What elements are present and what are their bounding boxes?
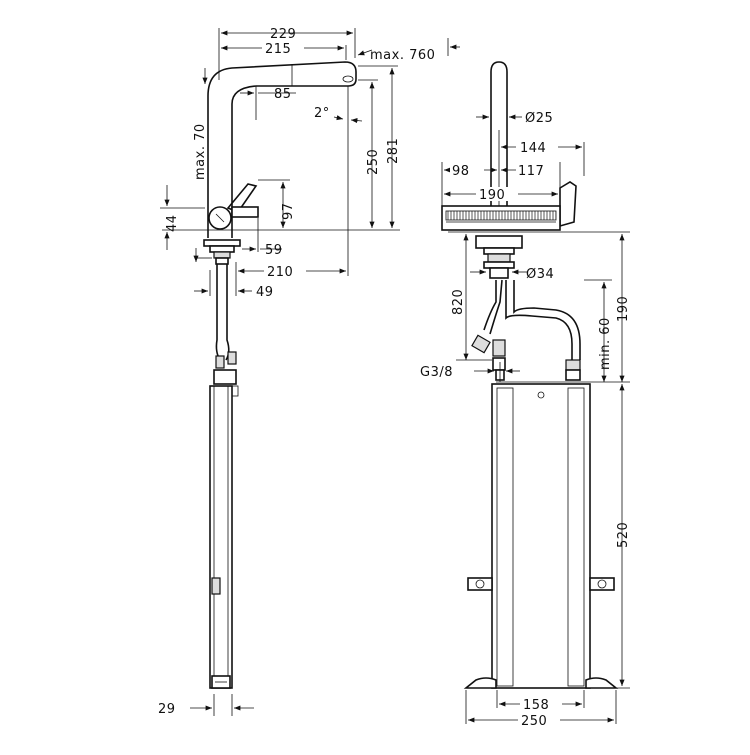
dim-29: 29 bbox=[158, 702, 176, 717]
lever-base bbox=[231, 206, 259, 218]
dim-281: 281 bbox=[386, 138, 401, 164]
dim-max-70: max. 70 bbox=[193, 123, 208, 180]
dim-44: 44 bbox=[165, 214, 180, 232]
mounting-nut bbox=[213, 251, 231, 259]
dim-158: 158 bbox=[523, 698, 549, 713]
pullout-hose bbox=[505, 280, 573, 360]
supply-hoses-front bbox=[483, 280, 497, 331]
dim-min-60: min. 60 bbox=[598, 317, 613, 370]
pullout-box-side bbox=[209, 385, 233, 689]
faucet-spout bbox=[207, 61, 357, 238]
right-front-view: Ø25 144 98 117 190 Ø34 820 min. 60 bbox=[420, 61, 631, 729]
faucet-spout-front bbox=[490, 61, 508, 208]
side-clamp bbox=[211, 577, 221, 595]
dim-117: 117 bbox=[518, 164, 544, 179]
left-foot bbox=[463, 677, 497, 689]
left-mounting-bracket bbox=[467, 577, 493, 591]
dim-59: 59 bbox=[265, 243, 283, 258]
faucet-base bbox=[203, 239, 241, 247]
dim-215: 215 bbox=[265, 42, 291, 57]
dim-190-width: 190 bbox=[479, 188, 505, 203]
left-side-view: 229 215 max. 760 max. 70 85 2° 250 281 bbox=[158, 27, 460, 717]
hose-connector bbox=[213, 369, 237, 385]
dim-49: 49 bbox=[256, 285, 274, 300]
dim-dia-25: Ø25 bbox=[525, 111, 553, 126]
dim-144: 144 bbox=[520, 141, 546, 156]
spray-head-outlet bbox=[342, 75, 354, 83]
dim-250-width: 250 bbox=[521, 714, 547, 729]
dim-190-height: 190 bbox=[616, 296, 631, 322]
dim-dia-34: Ø34 bbox=[526, 267, 554, 282]
dim-max-760: max. 760 bbox=[370, 48, 435, 63]
dim-85: 85 bbox=[274, 87, 292, 102]
mounting-nut-front bbox=[487, 253, 511, 263]
dim-210: 210 bbox=[267, 265, 293, 280]
supply-hoses bbox=[215, 264, 221, 361]
dim-250: 250 bbox=[366, 149, 381, 175]
dim-820: 820 bbox=[451, 289, 466, 315]
dim-229: 229 bbox=[270, 27, 296, 42]
dim-97: 97 bbox=[281, 202, 296, 220]
faucet-lever-front bbox=[559, 181, 577, 228]
faucet-base-front bbox=[475, 235, 523, 249]
pullout-box-front bbox=[491, 383, 591, 689]
dim-angle-2: 2° bbox=[314, 106, 330, 121]
right-foot bbox=[585, 677, 619, 689]
right-mounting-bracket bbox=[589, 577, 615, 591]
dim-98: 98 bbox=[452, 164, 470, 179]
dim-520: 520 bbox=[616, 522, 631, 548]
dim-g-3-8: G3/8 bbox=[420, 365, 453, 380]
